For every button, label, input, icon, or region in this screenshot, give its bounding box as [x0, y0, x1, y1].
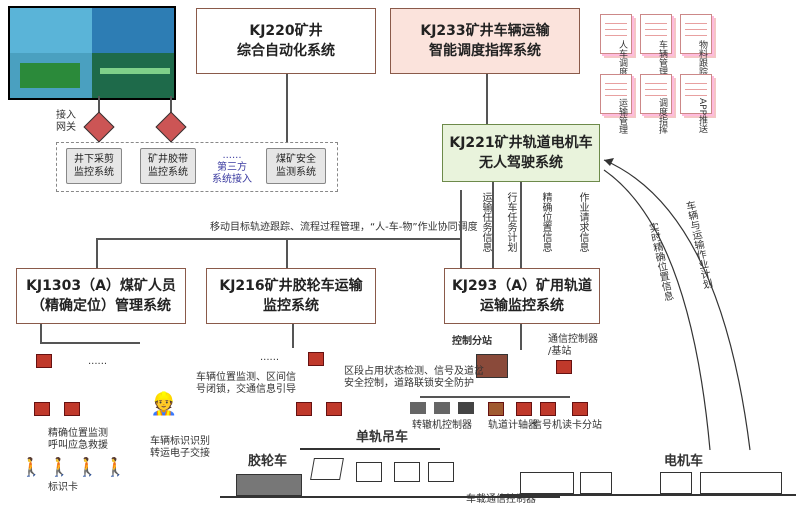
interlock-desc: 区段占用状态检测、信号及道岔 安全控制，道路联锁安全防护: [344, 366, 484, 389]
reader-device-3: [64, 402, 80, 416]
device-icon-1: [410, 402, 426, 414]
rail-car-label: 电机车: [664, 454, 704, 469]
coop-label: 移动目标轨迹跟踪、流程过程管理，“人-车-物”作业协同调度: [210, 222, 478, 233]
device-label-2: 轨道计轴器: [488, 420, 538, 431]
doc-icon-6: [680, 74, 712, 114]
worker-label: 标识卡: [48, 482, 78, 493]
monitor-screenshot: [8, 6, 176, 100]
precise-loc-label: 精确位置监测 呼叫应急救援: [48, 428, 108, 451]
device-icon-4: [488, 402, 504, 416]
subsystem-4: 煤矿安全 监测系统: [266, 148, 326, 184]
kj220-system: KJ220矿井 综合自动化系统: [196, 8, 376, 74]
monorail-car-1: [310, 458, 344, 480]
device-icon-6: [540, 402, 556, 416]
subsystem-group: [56, 142, 338, 192]
device-icon-5: [516, 402, 532, 416]
kj293-system: KJ293（A）矿用轨道 运输监控系统: [444, 268, 600, 324]
device-label-4: 读卡分站: [562, 420, 602, 431]
subsystem-1: 井下采剪 监控系统: [66, 148, 122, 184]
kj233-label: KJ233矿井车辆运输 智能调度指挥系统: [420, 23, 550, 59]
right-link-arrows: [603, 158, 751, 451]
control-station-device: [476, 354, 508, 378]
card-issue-label: 车辆标识识别 转运电子交接: [150, 436, 210, 459]
reader-device-2: [34, 402, 50, 416]
device-label-3: 信号机: [532, 420, 562, 431]
comm-controller-label: 通信控制器 /基站: [548, 334, 598, 357]
rubber-device-3: [326, 402, 342, 416]
link-label-1: 作业请求信息: [577, 192, 588, 252]
doc-label-6: APP推送: [697, 98, 707, 134]
kj233-system: KJ233矿井车辆运输 智能调度指挥系统: [390, 8, 580, 74]
kj220-label: KJ220矿井 综合自动化系统: [237, 23, 335, 59]
monorail-car-2: [356, 462, 382, 482]
gateway-icon-2: [155, 111, 187, 143]
doc-label-1: 人车调度: [617, 40, 627, 76]
monorail-car-3: [394, 462, 420, 482]
rubber-desc: 车辆位置监测、区间信 号闭锁，交通信息引导: [196, 372, 296, 395]
doc-label-4: 运输管理: [617, 98, 627, 134]
doc-label-2: 车辆管理: [657, 40, 667, 76]
doc-icon-2: [640, 14, 672, 54]
rubber-device-2: [296, 402, 312, 416]
gateway-icon-1: [83, 111, 115, 143]
doc-label-5: 调度指挥: [657, 98, 667, 134]
device-icon-3: [458, 402, 474, 414]
dots-1: ......: [88, 356, 108, 367]
rail-car-2: [580, 472, 612, 494]
reader-device-1: [36, 354, 52, 368]
subsystem-3: ......第三方 系统接入: [212, 150, 252, 185]
link-label-3: 行车任务计划: [505, 192, 516, 252]
kj221-system: KJ221矿井轨道电机车 无人驾驶系统: [442, 124, 600, 182]
kj216-system: KJ216矿井胶轮车运输 监控系统: [206, 268, 376, 324]
control-station-label: 控制分站: [452, 336, 492, 347]
device-icon-7: [572, 402, 588, 416]
worker-icons: 🚶 🚶 🚶 🚶: [20, 457, 127, 478]
worker-phone-icon: 👷: [150, 392, 178, 417]
gateway-label: 接入 网关: [56, 110, 76, 133]
doc-icon-1: [600, 14, 632, 54]
rail-car-4: [700, 472, 782, 494]
monorail-label: 单轨吊车: [356, 430, 409, 445]
ground-line: [220, 496, 560, 498]
kj1303-system: KJ1303（A）煤矿人员 （精确定位）管理系统: [16, 268, 186, 324]
rail-track: [500, 494, 796, 496]
doc-icon-3: [680, 14, 712, 54]
dots-2: ......: [260, 352, 280, 363]
link-label-2: 精确位置信息: [540, 192, 551, 252]
rubber-device-1: [308, 352, 324, 366]
doc-icon-4: [600, 74, 632, 114]
doc-label-3: 物料跟踪: [697, 40, 707, 76]
link-label-4: 运输任务信息: [480, 192, 491, 252]
doc-icon-5: [640, 74, 672, 114]
rubber-car-label: 胶轮车: [248, 454, 288, 469]
subsystem-2: 矿井胶带 监控系统: [140, 148, 196, 184]
rubber-car-icon: [236, 474, 302, 496]
rail-car-1: [520, 472, 574, 494]
device-label-1: 转辙机控制器: [412, 420, 472, 431]
device-icon-2: [434, 402, 450, 414]
comm-controller-device: [556, 360, 572, 374]
vehicle-comm-label: 车载通信控制器: [466, 494, 536, 505]
monorail-car-4: [428, 462, 454, 482]
monorail-track: [300, 448, 440, 450]
rail-car-3: [660, 472, 692, 494]
